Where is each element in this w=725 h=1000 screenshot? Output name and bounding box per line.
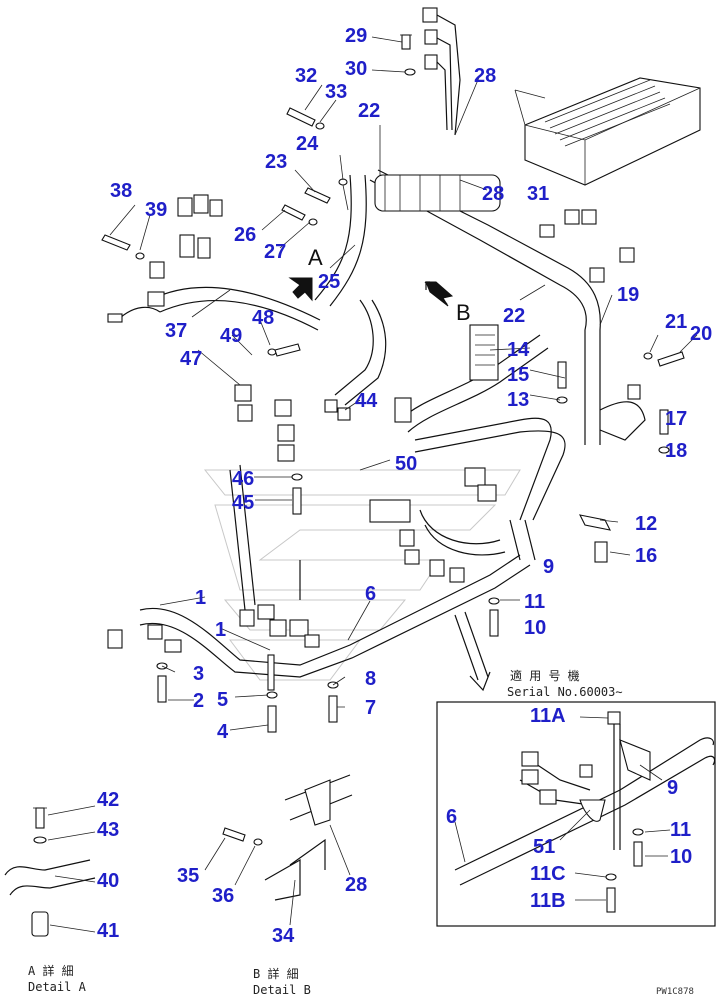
detail-b-title-en: Detail B bbox=[253, 983, 311, 997]
part-label: 6 bbox=[365, 583, 376, 605]
part-label: 41 bbox=[97, 920, 119, 942]
part-label: 38 bbox=[110, 180, 132, 202]
view-arrow-a bbox=[288, 277, 313, 302]
part-label: 43 bbox=[97, 819, 119, 841]
part-label: 34 bbox=[272, 925, 295, 947]
part-label: 47 bbox=[180, 348, 202, 370]
view-label-b: B bbox=[456, 300, 471, 325]
drawing-code: PW1C878 bbox=[656, 987, 694, 997]
part-label: 25 bbox=[318, 271, 340, 293]
part-label: 17 bbox=[665, 408, 687, 430]
part-label: 11 bbox=[524, 591, 545, 613]
part-label: 8 bbox=[365, 668, 376, 690]
part-label: 32 bbox=[295, 65, 317, 87]
view-label-a: A bbox=[308, 245, 323, 270]
detail-a-title-jp: A 詳 細 bbox=[28, 963, 74, 978]
part-label: 1 bbox=[215, 619, 226, 641]
part-label: 45 bbox=[232, 492, 254, 514]
part-label: 49 bbox=[220, 325, 242, 347]
part-label: 46 bbox=[232, 468, 254, 490]
part-label: 11 bbox=[670, 819, 691, 841]
detail-b-title-jp: B 詳 細 bbox=[253, 966, 299, 981]
part-label: 5 bbox=[217, 689, 228, 711]
part-label: 11A bbox=[530, 705, 566, 727]
part-label: 22 bbox=[358, 100, 380, 122]
part-label: 28 bbox=[345, 874, 367, 896]
part-label: 2 bbox=[193, 690, 204, 712]
harness-tubes bbox=[139, 169, 601, 678]
part-label: 18 bbox=[665, 440, 687, 462]
part-label: 11B bbox=[530, 890, 566, 912]
part-label: 35 bbox=[177, 865, 199, 887]
part-label: 19 bbox=[617, 284, 639, 306]
part-label: 15 bbox=[507, 364, 529, 386]
part-label: 42 bbox=[97, 789, 119, 811]
serial-note-en: Serial No.60003∼ bbox=[507, 685, 623, 699]
part-label: 44 bbox=[355, 390, 378, 412]
part-label: 12 bbox=[635, 513, 657, 535]
part-label: 10 bbox=[670, 846, 692, 868]
part-label: 39 bbox=[145, 199, 167, 221]
part-label: 29 bbox=[345, 25, 367, 47]
part-label: 21 bbox=[665, 311, 687, 333]
part-label: 36 bbox=[212, 885, 234, 907]
connectors bbox=[107, 7, 646, 653]
detail-a bbox=[4, 805, 96, 937]
part-label: 26 bbox=[234, 224, 256, 246]
part-label: 9 bbox=[543, 556, 554, 578]
part-label: 1 bbox=[195, 587, 206, 609]
part-label: 31 bbox=[527, 183, 549, 205]
part-label: 13 bbox=[507, 389, 529, 411]
leader-lines bbox=[109, 36, 698, 731]
part-label: 51 bbox=[533, 836, 555, 858]
part-label: 30 bbox=[345, 58, 367, 80]
part-label: 11C bbox=[530, 863, 566, 885]
controller-box bbox=[514, 77, 701, 186]
view-arrow-b bbox=[424, 281, 454, 307]
serial-note-jp: 適 用 号 機 bbox=[510, 668, 580, 683]
part-label: 50 bbox=[395, 453, 417, 475]
part-label: 9 bbox=[667, 777, 678, 799]
part-label: 24 bbox=[296, 133, 319, 155]
part-label: 27 bbox=[264, 241, 286, 263]
serial-arrow bbox=[454, 611, 491, 692]
part-label: 23 bbox=[265, 151, 287, 173]
part-label: 33 bbox=[325, 81, 347, 103]
part-label: 28 bbox=[482, 183, 504, 205]
part-label: 6 bbox=[446, 806, 457, 828]
detail-b bbox=[204, 774, 353, 926]
part-label: 40 bbox=[97, 870, 119, 892]
part-label: 7 bbox=[365, 697, 376, 719]
part-label: 48 bbox=[252, 307, 274, 329]
part-label: 22 bbox=[503, 305, 525, 327]
part-label: 10 bbox=[524, 617, 546, 639]
part-label: 16 bbox=[635, 545, 657, 567]
detail-a-title-en: Detail A bbox=[28, 980, 87, 994]
part-label: 4 bbox=[217, 721, 229, 743]
part-label: 20 bbox=[690, 323, 712, 345]
fasteners bbox=[101, 34, 685, 733]
serial-detail-box bbox=[436, 701, 716, 927]
part-label: 14 bbox=[507, 339, 530, 361]
part-label: 28 bbox=[474, 65, 496, 87]
part-label: 37 bbox=[165, 320, 187, 342]
part-number-labels: 29 30 28 32 33 22 24 23 28 31 38 39 26 2… bbox=[97, 25, 712, 947]
part-label: 3 bbox=[193, 663, 204, 685]
